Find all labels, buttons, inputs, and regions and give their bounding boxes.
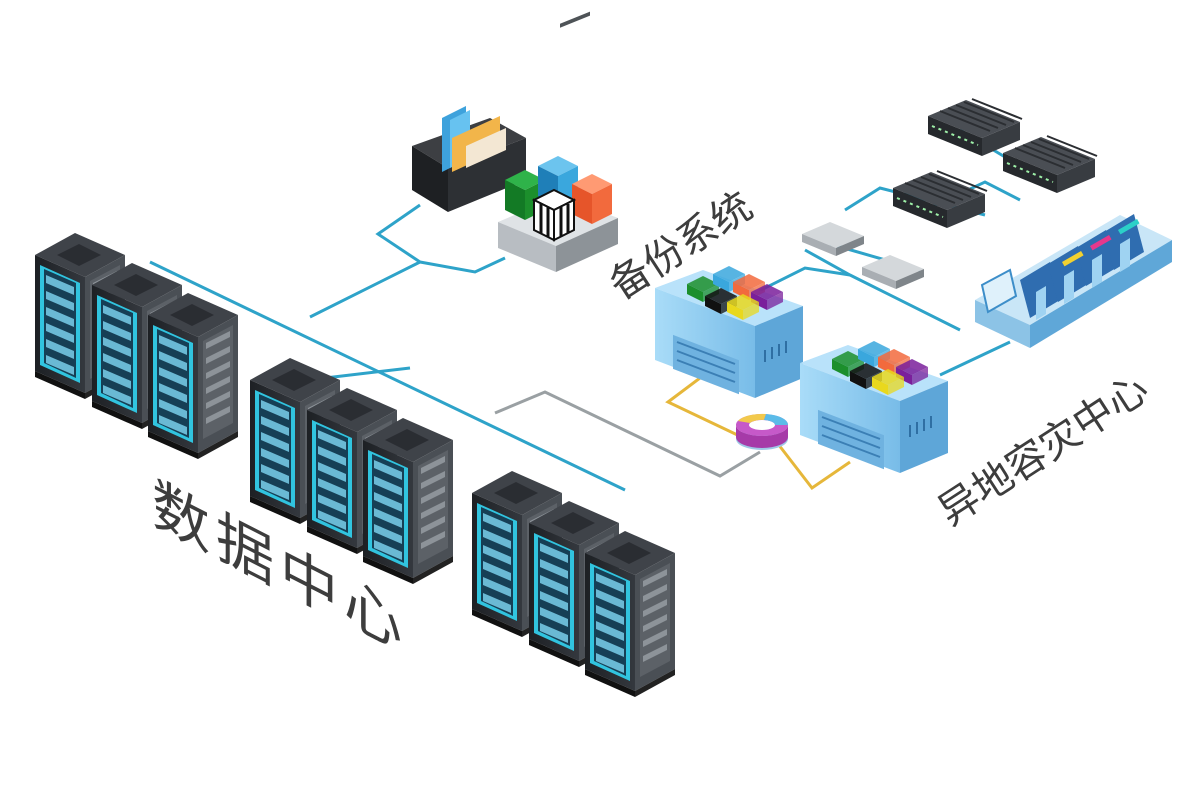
server-rack-icon: [148, 293, 238, 459]
data-center-racks: [35, 233, 675, 697]
storage-array-icon: [800, 341, 948, 473]
tape-library-icon: [975, 214, 1172, 348]
server-rack-icon: [585, 531, 675, 697]
network-switch-icon: [802, 222, 864, 256]
replication-ring-icon: [736, 413, 789, 450]
storage-array-icon: [655, 266, 803, 398]
network-switch-icon: [862, 255, 924, 289]
server-rack-icon: [363, 418, 453, 584]
blade-server-icon: [1003, 135, 1098, 193]
gray-link: [494, 390, 761, 478]
replication-links: [665, 376, 851, 491]
blade-server-icon: [928, 98, 1023, 156]
blade-server-icon: [893, 170, 988, 228]
backup-storage-icon: [412, 11, 618, 272]
